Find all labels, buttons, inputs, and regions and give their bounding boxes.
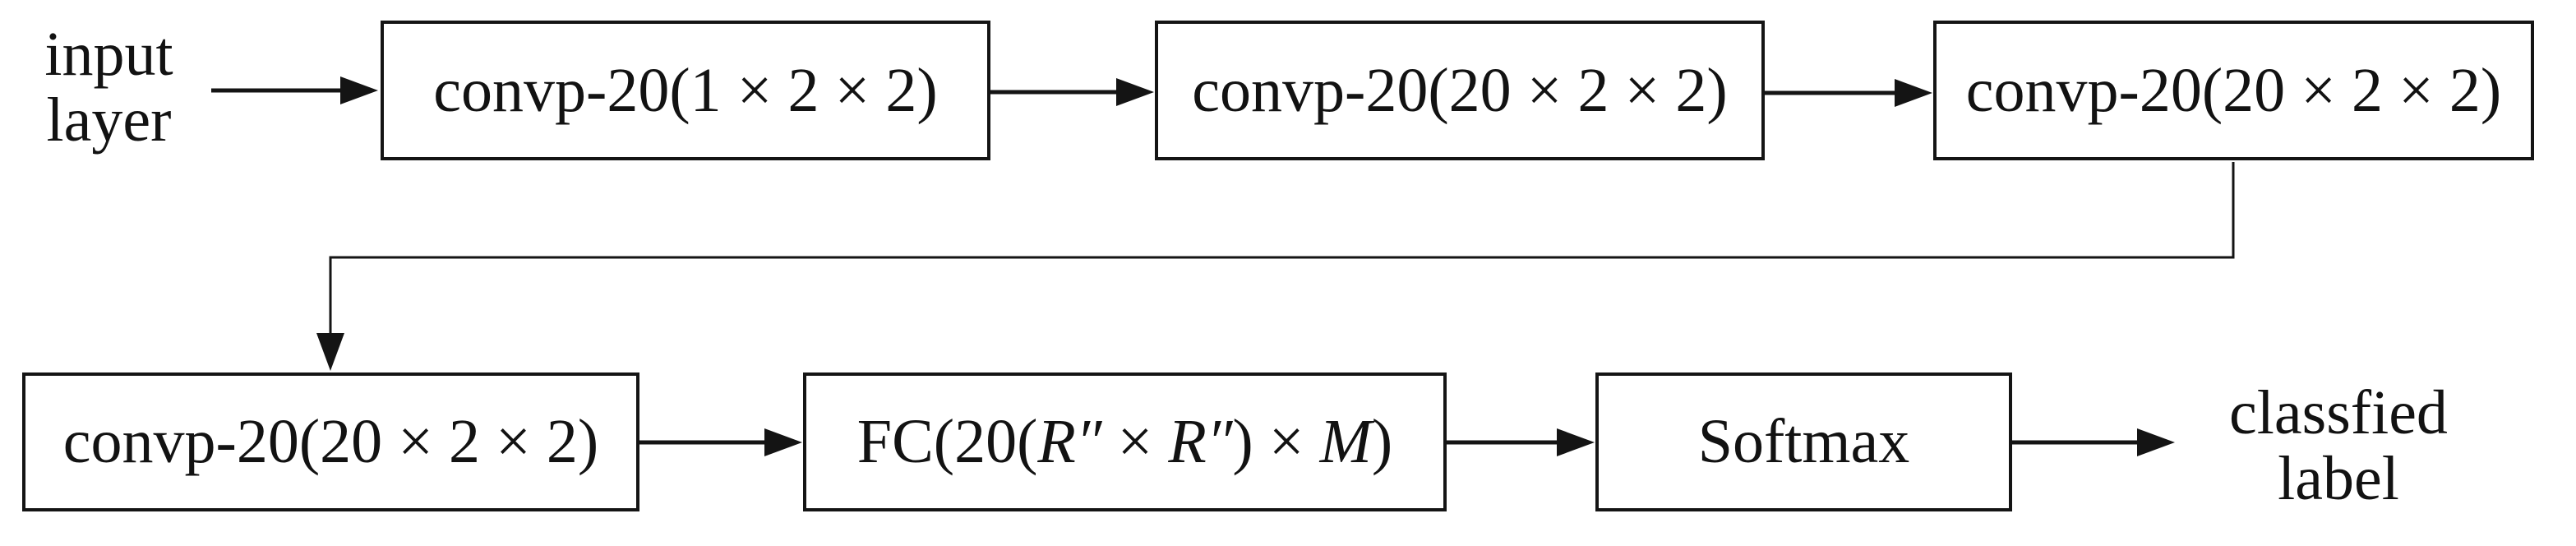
conv-layer-2-label: convp-20(20 × 2 × 2) bbox=[1192, 55, 1728, 125]
conv-layer-4-box: convp-20(20 × 2 × 2) bbox=[22, 372, 639, 511]
conv-layer-2-box: convp-20(20 × 2 × 2) bbox=[1155, 21, 1765, 160]
arrowhead-conv1-to-conv2 bbox=[1116, 78, 1154, 106]
conv-layer-1-box: convp-20(1 × 2 × 2) bbox=[381, 21, 990, 160]
fully-connected-label: FC(20(R″ × R″) × M) bbox=[856, 407, 1393, 476]
arrowhead-conv3-to-conv4 bbox=[316, 333, 344, 371]
arrowhead-fc-to-softmax bbox=[1557, 428, 1595, 456]
classified-label-text: classfied label bbox=[2229, 378, 2448, 513]
softmax-box: Softmax bbox=[1595, 372, 2012, 511]
softmax-label: Softmax bbox=[1697, 407, 1910, 476]
elbow-connector-conv3-to-conv4 bbox=[329, 162, 2235, 337]
arrowhead-conv4-to-fc bbox=[764, 428, 802, 456]
conv-layer-1-label: convp-20(1 × 2 × 2) bbox=[433, 55, 938, 125]
arrowhead-softmax-to-label bbox=[2137, 428, 2175, 456]
fully-connected-box: FC(20(R″ × R″) × M) bbox=[803, 372, 1447, 511]
conv-layer-3-label: convp-20(20 × 2 × 2) bbox=[1965, 55, 2502, 125]
conv-layer-3-box: convp-20(20 × 2 × 2) bbox=[1933, 21, 2534, 160]
arrowhead-conv2-to-conv3 bbox=[1895, 79, 1932, 107]
arrowhead-input-to-conv1 bbox=[340, 76, 378, 104]
conv-layer-4-label: convp-20(20 × 2 × 2) bbox=[62, 407, 599, 476]
input-layer-label: input layer bbox=[44, 20, 173, 155]
